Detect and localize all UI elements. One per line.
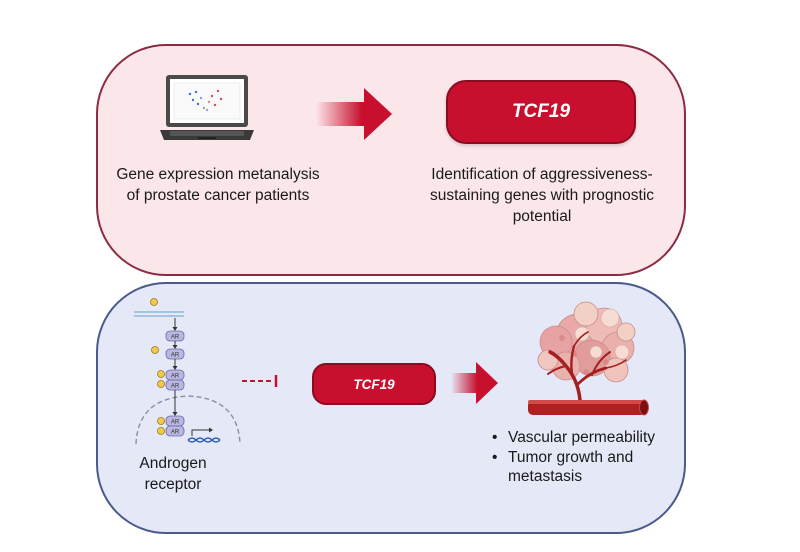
androgen-receptor-label: Androgen receptor bbox=[139, 455, 207, 493]
effects-list: Vascular permeability Tumor growth and m… bbox=[492, 428, 682, 487]
list-item: Tumor growth and metastasis bbox=[492, 448, 682, 487]
svg-text:AR: AR bbox=[171, 430, 180, 436]
svg-text:AR: AR bbox=[171, 353, 180, 359]
metanalysis-caption: Gene expression metanalysis of prostate … bbox=[116, 166, 320, 204]
androgen-receptor-pathway-icon: AR AR AR AR AR AR bbox=[134, 298, 241, 445]
tcf19-gene-badge-bottom: TCF19 bbox=[312, 363, 436, 405]
svg-text:AR: AR bbox=[171, 384, 180, 390]
svg-text:AR: AR bbox=[171, 420, 180, 426]
tumor-vessel-icon bbox=[528, 301, 649, 416]
tcf19-gene-badge: TCF19 bbox=[446, 80, 636, 144]
svg-text:AR: AR bbox=[171, 335, 180, 341]
identification-caption: Identification of aggressiveness-sustain… bbox=[429, 166, 655, 225]
inhibition-icon bbox=[242, 375, 278, 387]
list-item: Vascular permeability bbox=[492, 428, 682, 448]
svg-text:AR: AR bbox=[171, 374, 180, 380]
right-arrow-icon bbox=[316, 88, 392, 140]
laptop-icon bbox=[160, 75, 254, 140]
right-arrow-icon-bottom bbox=[452, 362, 498, 404]
